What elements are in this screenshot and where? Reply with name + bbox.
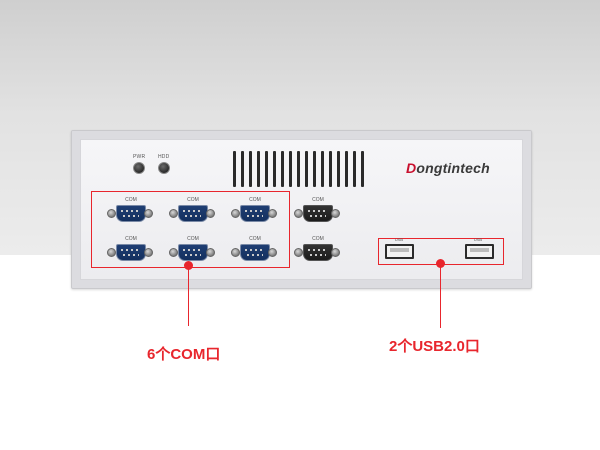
com-label: COM bbox=[312, 197, 324, 203]
usb-port bbox=[465, 244, 494, 259]
brand-logo: Dongtintech bbox=[406, 160, 490, 176]
com-label: COM bbox=[125, 197, 137, 203]
com-port-black bbox=[294, 244, 340, 261]
usb-pointer-line bbox=[440, 264, 441, 328]
com-pointer-dot bbox=[184, 261, 193, 270]
pwr-label: PWR bbox=[133, 154, 146, 160]
com-port-black bbox=[294, 205, 340, 222]
usb-label: USB bbox=[473, 237, 483, 242]
usb-port bbox=[385, 244, 414, 259]
hdd-led bbox=[158, 162, 170, 174]
com-port bbox=[169, 244, 215, 261]
com-label: COM bbox=[249, 197, 261, 203]
com-port bbox=[231, 205, 277, 222]
ventilation-grille bbox=[233, 151, 368, 187]
usb-pointer-dot bbox=[436, 259, 445, 268]
com-label: COM bbox=[187, 236, 199, 242]
com-port bbox=[107, 205, 153, 222]
com-label: COM bbox=[187, 197, 199, 203]
com-pointer-line bbox=[188, 266, 189, 326]
pwr-led bbox=[133, 162, 145, 174]
hdd-label: HDD bbox=[158, 154, 170, 160]
usb-callout: 2个USB2.0口 bbox=[389, 338, 480, 355]
com-port bbox=[107, 244, 153, 261]
com-callout: 6个COM口 bbox=[147, 346, 221, 363]
com-port bbox=[169, 205, 215, 222]
com-port bbox=[231, 244, 277, 261]
usb-label: USB bbox=[394, 237, 404, 242]
com-label: COM bbox=[125, 236, 137, 242]
com-label: COM bbox=[312, 236, 324, 242]
com-label: COM bbox=[249, 236, 261, 242]
